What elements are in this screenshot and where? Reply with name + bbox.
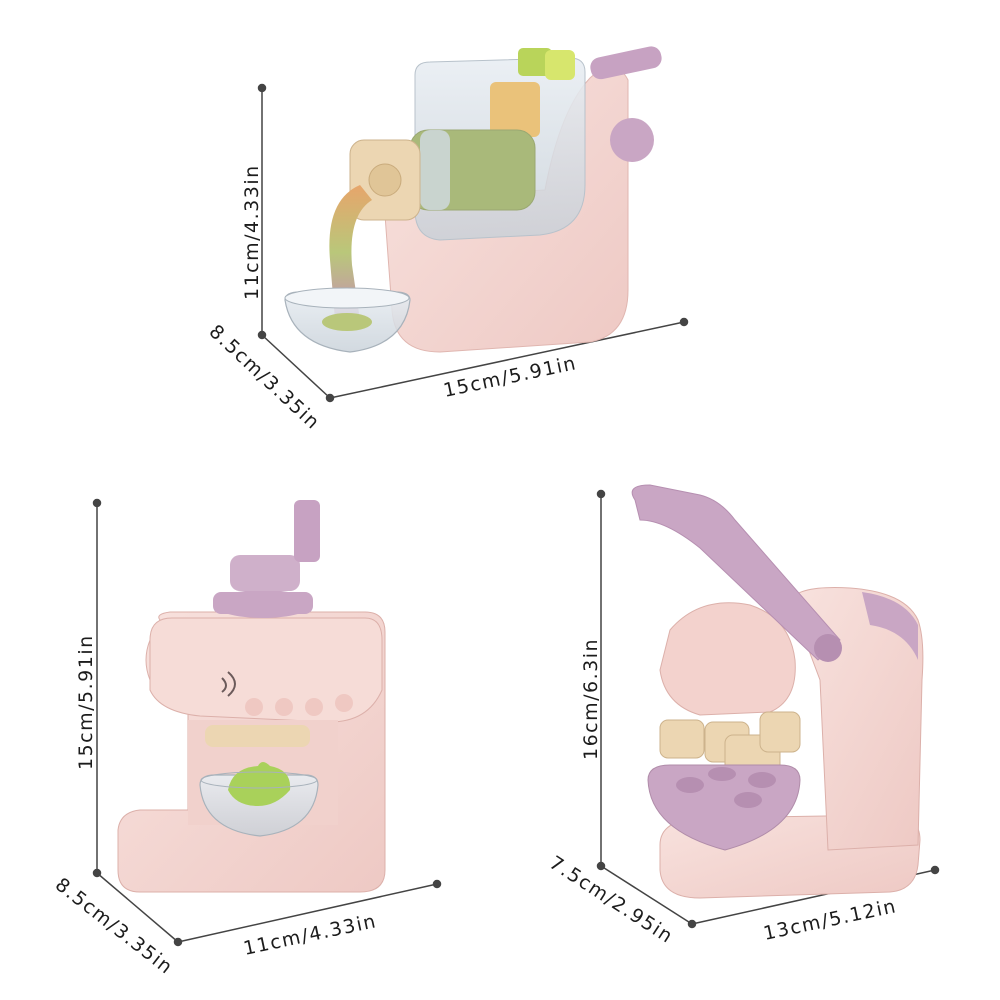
frame-head bbox=[149, 617, 383, 723]
dimension-lines-3 bbox=[596, 489, 940, 929]
tray-cavities bbox=[676, 767, 776, 808]
cream-die bbox=[205, 725, 310, 747]
die-hole bbox=[368, 163, 402, 197]
green-dessert bbox=[228, 762, 291, 806]
width-label-2: 11cm/4.33in bbox=[241, 910, 378, 960]
control-knob-4 bbox=[335, 694, 353, 712]
top-lid-body bbox=[213, 592, 313, 614]
width-label-3: 13cm/5.12in bbox=[761, 895, 898, 945]
crank-handle bbox=[294, 500, 320, 562]
height-label-3: 16cm/6.3in bbox=[580, 638, 602, 760]
dough-yellow bbox=[490, 82, 540, 137]
control-knob-1 bbox=[245, 698, 263, 716]
lever-pivot bbox=[814, 634, 842, 662]
crank-hub bbox=[610, 118, 654, 162]
height-label-2: 15cm/5.91in bbox=[75, 634, 97, 770]
barrel-ring bbox=[420, 130, 450, 210]
cream-mold-cluster bbox=[659, 711, 801, 774]
sound-icon bbox=[221, 671, 236, 697]
noodle-stream bbox=[329, 185, 372, 320]
dessert-bowl-rim bbox=[200, 771, 318, 789]
bowl-noodles bbox=[322, 313, 372, 331]
height-label-1: 11cm/4.33in bbox=[241, 164, 263, 300]
bowl-rim bbox=[284, 287, 410, 309]
dimension-lines-1 bbox=[257, 83, 689, 403]
dimension-lines-2 bbox=[92, 498, 442, 947]
product-3-press-maker: 16cm/6.3in 7.5cm/2.95in 13cm/5.12in bbox=[545, 484, 940, 948]
crank-arm bbox=[590, 46, 662, 80]
tower-accent bbox=[862, 592, 918, 660]
crank-base bbox=[230, 555, 300, 591]
product-2-dessert-maker: 15cm/5.91in 8.5cm/3.35in 11cm/4.33in bbox=[51, 498, 442, 979]
control-knob-2 bbox=[275, 698, 293, 716]
dough-lime bbox=[545, 50, 575, 80]
product-1-noodle-maker: 11cm/4.33in 8.5cm/3.35in 15cm/5.91in bbox=[205, 46, 689, 434]
depth-label-3: 7.5cm/2.95in bbox=[545, 852, 677, 948]
lever-arm bbox=[631, 484, 841, 661]
press-head bbox=[659, 602, 796, 716]
dough-green bbox=[518, 48, 552, 76]
control-knob-3 bbox=[305, 698, 323, 716]
